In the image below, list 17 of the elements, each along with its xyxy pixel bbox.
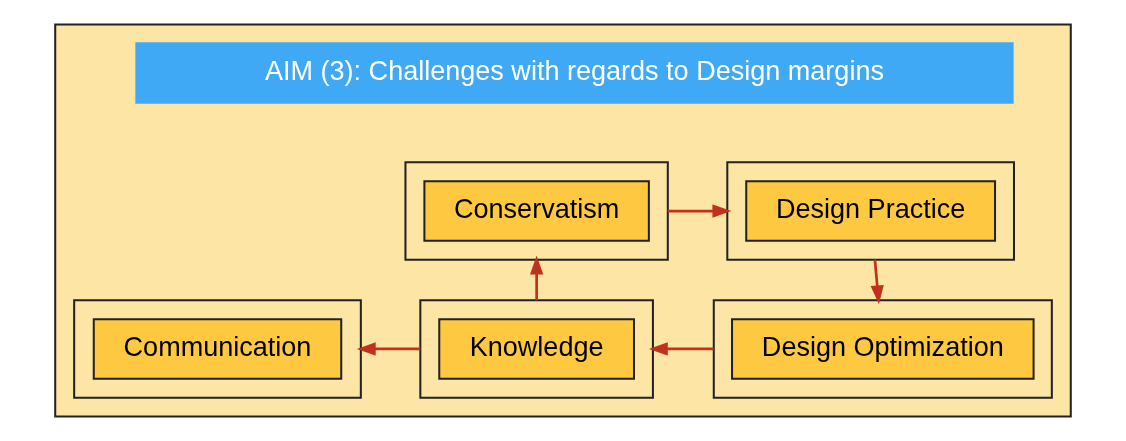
- node-box: Design Optimization: [731, 318, 1035, 380]
- node-box: Design Practice: [745, 180, 997, 242]
- node-box: AIM (3): Challenges with regards to Design margins: [135, 42, 1014, 104]
- arrow: [356, 342, 421, 356]
- cluster: [404, 161, 669, 261]
- cluster: [726, 161, 1015, 261]
- cluster: [419, 299, 654, 399]
- arrow: [667, 204, 732, 218]
- node-box: Communication: [92, 318, 343, 380]
- node-box: Conservatism: [423, 180, 650, 242]
- cluster: [712, 299, 1053, 399]
- cluster: [54, 23, 1072, 418]
- arrow: [648, 342, 714, 356]
- node-box: Knowledge: [438, 318, 635, 380]
- cluster: [73, 299, 362, 399]
- arrow: [870, 259, 884, 305]
- arrow: [530, 255, 544, 301]
